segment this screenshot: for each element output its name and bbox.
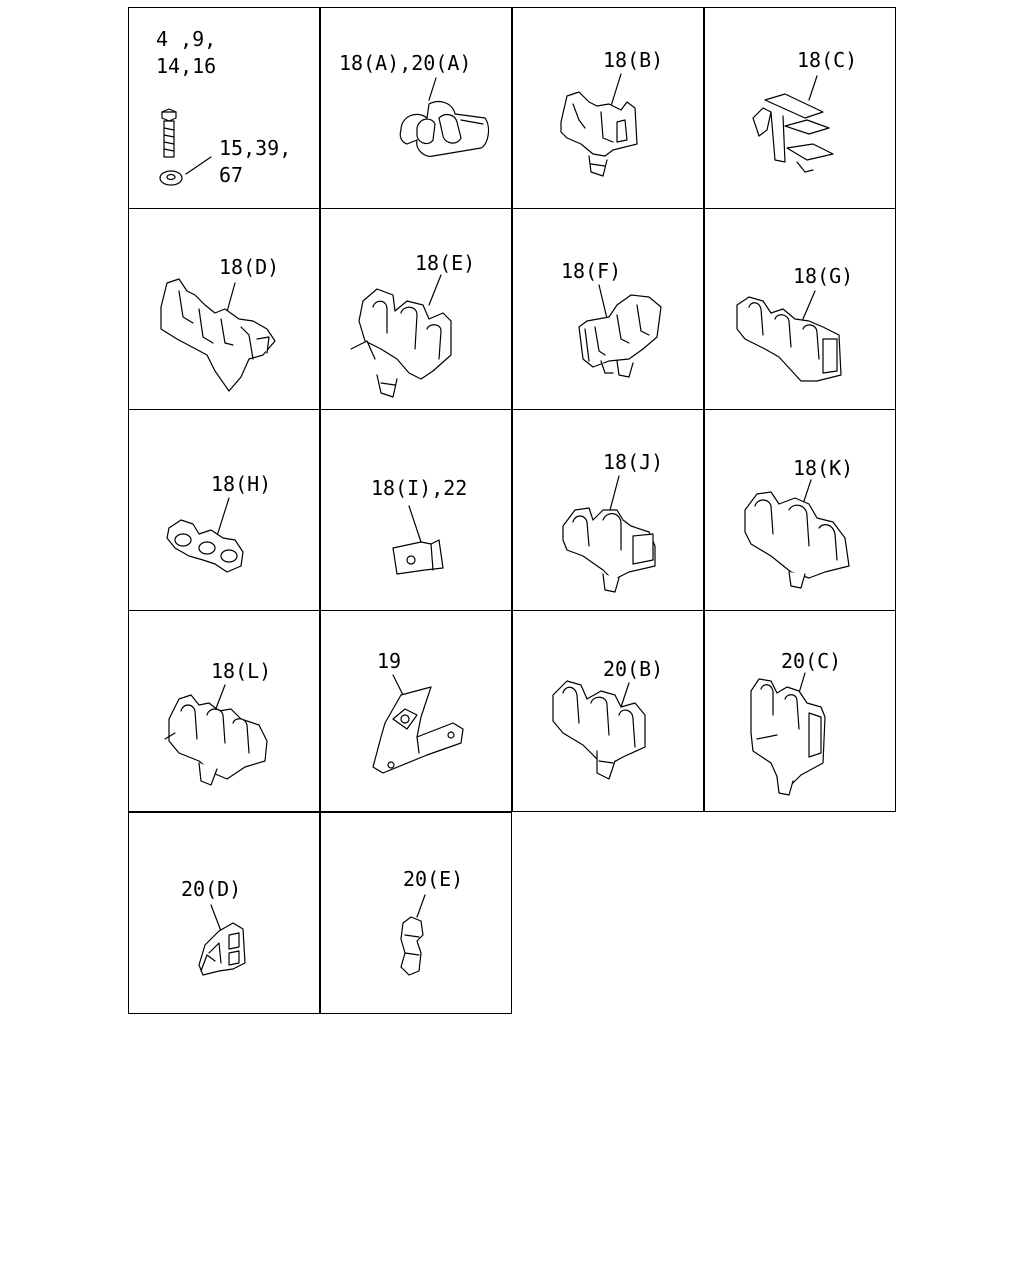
clip-18f-icon — [578, 284, 662, 378]
clip-18e-icon — [350, 274, 452, 398]
bracket-18i-icon — [392, 505, 444, 575]
cell-18g: 18(G) — [704, 208, 896, 410]
clip-20b-icon — [552, 680, 646, 780]
cell-18l: 18(L) — [128, 610, 320, 812]
part-label: 18(I),22 — [371, 476, 468, 500]
clip-20e-icon — [400, 894, 426, 976]
parts-grid: 4 ,9, 14,16 15,39, 67 18(A),20(A) 18(B) — [128, 7, 896, 1014]
part-label: 19 — [377, 649, 402, 673]
part-label: 20(E) — [403, 867, 464, 891]
part-label: 18(C) — [797, 48, 858, 72]
cell-18i-22: 18(I),22 — [320, 409, 512, 611]
cell-20c: 20(C) — [704, 610, 896, 812]
cell-18k: 18(K) — [704, 409, 896, 611]
part-label: 18(L) — [211, 659, 272, 683]
cell-18j: 18(J) — [512, 409, 704, 611]
clip-18c-icon — [752, 75, 834, 173]
cell-18c: 18(C) — [704, 7, 896, 209]
clip-18l-icon — [164, 684, 268, 786]
part-label: 18(F) — [561, 259, 622, 283]
part-label: 18(A),20(A) — [339, 51, 472, 75]
clip-20c-icon — [750, 672, 826, 796]
part-label: 18(H) — [211, 472, 272, 496]
part-label: 18(E) — [415, 251, 476, 275]
clip-20d-icon — [198, 904, 246, 976]
clip-18h-icon — [166, 497, 244, 573]
clip-18b-icon — [560, 73, 638, 177]
part-label: 67 — [219, 163, 244, 187]
cell-18d: 18(D) — [128, 208, 320, 410]
cell-20d: 20(D) — [128, 812, 320, 1014]
cell-20b: 20(B) — [512, 610, 704, 812]
cell-bolt-nut: 4 ,9, 14,16 15,39, 67 — [128, 7, 320, 209]
part-label: 20(B) — [603, 657, 664, 681]
cell-18h: 18(H) — [128, 409, 320, 611]
part-label: 18(D) — [219, 255, 280, 279]
cell-18e: 18(E) — [320, 208, 512, 410]
cell-18f: 18(F) — [512, 208, 704, 410]
clip-18j-icon — [562, 475, 656, 593]
cell-18b: 18(B) — [512, 7, 704, 209]
cell-18a-20a: 18(A),20(A) — [320, 7, 512, 209]
clip-18k-icon — [744, 479, 850, 589]
bolt-icon — [159, 108, 212, 186]
part-label: 20(D) — [181, 877, 242, 901]
cell-20e: 20(E) — [320, 812, 512, 1014]
part-label: 18(B) — [603, 48, 664, 72]
part-label: 18(J) — [603, 450, 664, 474]
part-label: 20(C) — [781, 649, 842, 673]
part-label: 4 ,9, — [156, 27, 217, 51]
part-label: 18(K) — [793, 456, 854, 480]
clip-18d-icon — [160, 278, 276, 392]
part-label: 18(G) — [793, 264, 854, 288]
double-clip-icon — [399, 77, 490, 157]
cell-19: 19 — [320, 610, 512, 812]
clip-18g-icon — [736, 290, 842, 382]
part-label: 15,39, — [219, 136, 292, 160]
part-label: 14,16 — [156, 54, 217, 78]
bracket-19-icon — [372, 674, 464, 774]
